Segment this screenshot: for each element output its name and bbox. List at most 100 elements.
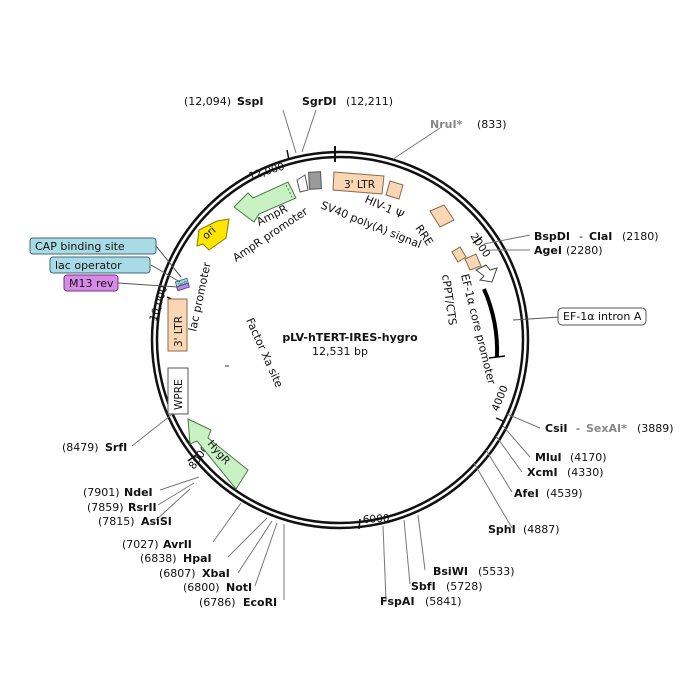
site-name-sexai: SexAI* [586, 422, 627, 435]
ef1a-intron-label: EF-1α intron A [563, 310, 642, 323]
ef1a-core-arrow[interactable] [475, 264, 498, 283]
ori-arrow[interactable]: ori [196, 218, 230, 251]
m13-rev-callout[interactable]: M13 rev [63, 274, 119, 292]
ef1a-intron-arc[interactable] [482, 288, 500, 358]
site-name-mlui: MluI [535, 451, 562, 464]
ef1a-core-label: EF-1α core promoter [458, 273, 498, 387]
ef1a-core-box[interactable] [464, 253, 482, 271]
site-name-noti: NotI [226, 581, 252, 594]
site-pos-sspi: (12,094) [184, 95, 231, 108]
site-ndei[interactable]: (7901) NdeI [83, 486, 153, 499]
site-name-nrui: NruI* [430, 118, 463, 131]
site-pos-srfi: (8479) [62, 441, 99, 454]
site-name-csii: CsiI [545, 422, 567, 435]
site-pos-mlui: (4170) [570, 451, 607, 464]
site-name-agei: AgeI [534, 244, 562, 257]
plasmid-size: 12,531 bp [312, 345, 368, 358]
site-name-rsrii: RsrII [128, 501, 157, 514]
site-fspai[interactable]: FspAI (5841) [380, 595, 462, 608]
hiv-psi-box[interactable] [385, 180, 404, 200]
site-sep-csii: - [576, 422, 580, 435]
site-name-afei: AfeI [514, 487, 539, 500]
site-csii-sexai[interactable]: CsiI - SexAI* (3889) [545, 422, 674, 435]
site-sep-bspdi: - [579, 230, 583, 243]
site-bsiwi[interactable]: BsiWI (5533) [433, 565, 515, 578]
backbone-inner [155, 155, 525, 525]
site-pos-afei: (4539) [546, 487, 583, 500]
site-agei[interactable]: AgeI (2280) [534, 244, 603, 257]
site-pos-avrii: (7027) [122, 538, 159, 551]
cppt-box[interactable] [451, 246, 467, 263]
site-name-srfi: SrfI [105, 441, 127, 454]
site-pos-ecori: (6786) [199, 596, 236, 609]
wpre-box[interactable]: WPRE [167, 367, 189, 415]
site-pos-ndei: (7901) [83, 486, 120, 499]
ampr-promoter-arrow[interactable] [296, 174, 309, 193]
site-pos-noti: (6800) [183, 581, 220, 594]
site-mlui[interactable]: MluI (4170) [535, 451, 607, 464]
site-xbai[interactable]: (6807) XbaI [159, 567, 230, 580]
lac-operator-callout[interactable]: lac operator [49, 256, 151, 274]
lac-promoter-label: lac promoter [186, 261, 213, 333]
site-name-xcmi: XcmI [527, 466, 558, 479]
site-srfi[interactable]: (8479) SrfI [62, 441, 127, 454]
ltr3-top[interactable]: 3' LTR [332, 171, 385, 195]
site-nrui[interactable]: NruI* (833) [430, 118, 507, 131]
tick-label-12000: 12,000 [247, 161, 286, 183]
site-noti[interactable]: (6800) NotI [183, 581, 252, 594]
site-pos-asisi: (7815) [98, 515, 135, 528]
ltr3-top-label: 3' LTR [344, 179, 375, 191]
site-pos-xbai: (6807) [159, 567, 196, 580]
site-asisi[interactable]: (7815) AsiSI [98, 515, 172, 528]
ef1a-intron-leader [512, 316, 561, 321]
site-afei[interactable]: AfeI (4539) [514, 487, 583, 500]
cap-binding-label: CAP binding site [35, 240, 125, 253]
site-name-sgrdi: SgrDI [302, 95, 336, 108]
site-sgrdi[interactable]: SgrDI (12,211) [302, 95, 393, 108]
site-pos-xcmi: (4330) [567, 466, 604, 479]
rre-box[interactable] [429, 204, 455, 228]
site-name-hpai: HpaI [183, 552, 212, 565]
site-name-sphi: SphI [488, 523, 516, 536]
site-sphi[interactable]: SphI (4887) [488, 523, 560, 536]
site-name-ecori: EcoRI [243, 596, 277, 609]
site-sspi[interactable]: (12,094) SspI [184, 95, 263, 108]
lac-operator-label: lac operator [55, 259, 122, 272]
site-rsrii[interactable]: (7859) RsrII [87, 501, 157, 514]
tick-label-6000: 6000 [363, 513, 390, 526]
site-name-avrii: AvrII [163, 538, 192, 551]
site-pos-sbfi: (5728) [446, 580, 483, 593]
m13-rev-label: M13 rev [69, 277, 114, 290]
site-pos-bsiwi: (5533) [478, 565, 515, 578]
lac-region-marks: lacO [174, 277, 190, 292]
site-leaders [131, 109, 541, 601]
cap-binding-callout[interactable]: CAP binding site [29, 237, 157, 255]
site-bspdi-clai[interactable]: BspDI - ClaI (2180) [534, 230, 659, 243]
site-name-asisi: AsiSI [141, 515, 172, 528]
ltr3-left[interactable]: 3' LTR [167, 298, 188, 352]
site-name-sbfi: SbfI [411, 580, 436, 593]
site-name-ndei: NdeI [124, 486, 153, 499]
site-hpai[interactable]: (6838) HpaI [140, 552, 212, 565]
site-name-bspdi: BspDI [534, 230, 570, 243]
site-name-fspai: FspAI [380, 595, 415, 608]
ef1a-intron-end [488, 355, 506, 359]
ef1a-intron-callout[interactable]: EF-1α intron A [557, 307, 647, 326]
factor-xa-label: Factor Xa site [243, 316, 285, 390]
ampr-arrow[interactable] [233, 181, 297, 223]
tick-label-4000: 4000 [490, 384, 511, 413]
site-pos-fspai: (5841) [425, 595, 462, 608]
site-sbfi[interactable]: SbfI (5728) [411, 580, 483, 593]
site-xcmi[interactable]: XcmI (4330) [527, 466, 604, 479]
tick-label-10000: 10,000 [147, 284, 170, 323]
ltr3-left-label: 3' LTR [173, 316, 185, 347]
backbone-outer [150, 150, 530, 530]
lac-leaders [117, 245, 182, 288]
site-avrii[interactable]: (7027) AvrII [122, 538, 192, 551]
sv40-polya-box[interactable] [308, 171, 322, 190]
site-ecori[interactable]: (6786) EcoRI [199, 596, 277, 609]
site-name-clai: ClaI [589, 230, 612, 243]
site-pos-sgrdi: (12,211) [346, 95, 393, 108]
tick-marks [166, 149, 506, 530]
